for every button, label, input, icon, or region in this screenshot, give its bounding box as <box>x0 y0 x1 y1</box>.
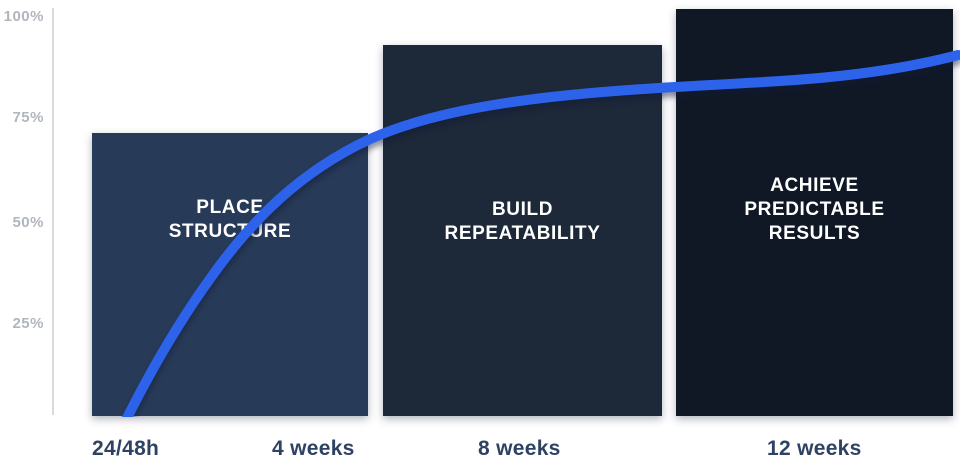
y-tick-label-100: 100% <box>3 8 44 25</box>
y-tick-label-25: 25% <box>12 315 44 332</box>
bar-place-structure: PLACE STRUCTURE <box>92 133 368 416</box>
y-tick-label-75: 75% <box>12 109 44 126</box>
y-tick-label-50: 50% <box>12 214 44 231</box>
bar-build-repeatability: BUILD REPEATABILITY <box>383 45 662 416</box>
x-label-8-weeks: 8 weeks <box>478 437 561 460</box>
bar-label-build-repeatability: BUILD REPEATABILITY <box>444 199 601 244</box>
x-label-4-weeks: 4 weeks <box>272 437 355 460</box>
bar-label-achieve-predictable-results: ACHIEVE PREDICTABLE RESULTS <box>744 175 885 244</box>
x-label-24-48h: 24/48h <box>92 437 160 460</box>
x-label-12-weeks: 12 weeks <box>767 437 862 460</box>
y-axis-line <box>52 8 54 415</box>
bar-achieve-predictable-results: ACHIEVE PREDICTABLE RESULTS <box>676 9 953 416</box>
bar-label-place-structure: PLACE STRUCTURE <box>168 197 292 242</box>
